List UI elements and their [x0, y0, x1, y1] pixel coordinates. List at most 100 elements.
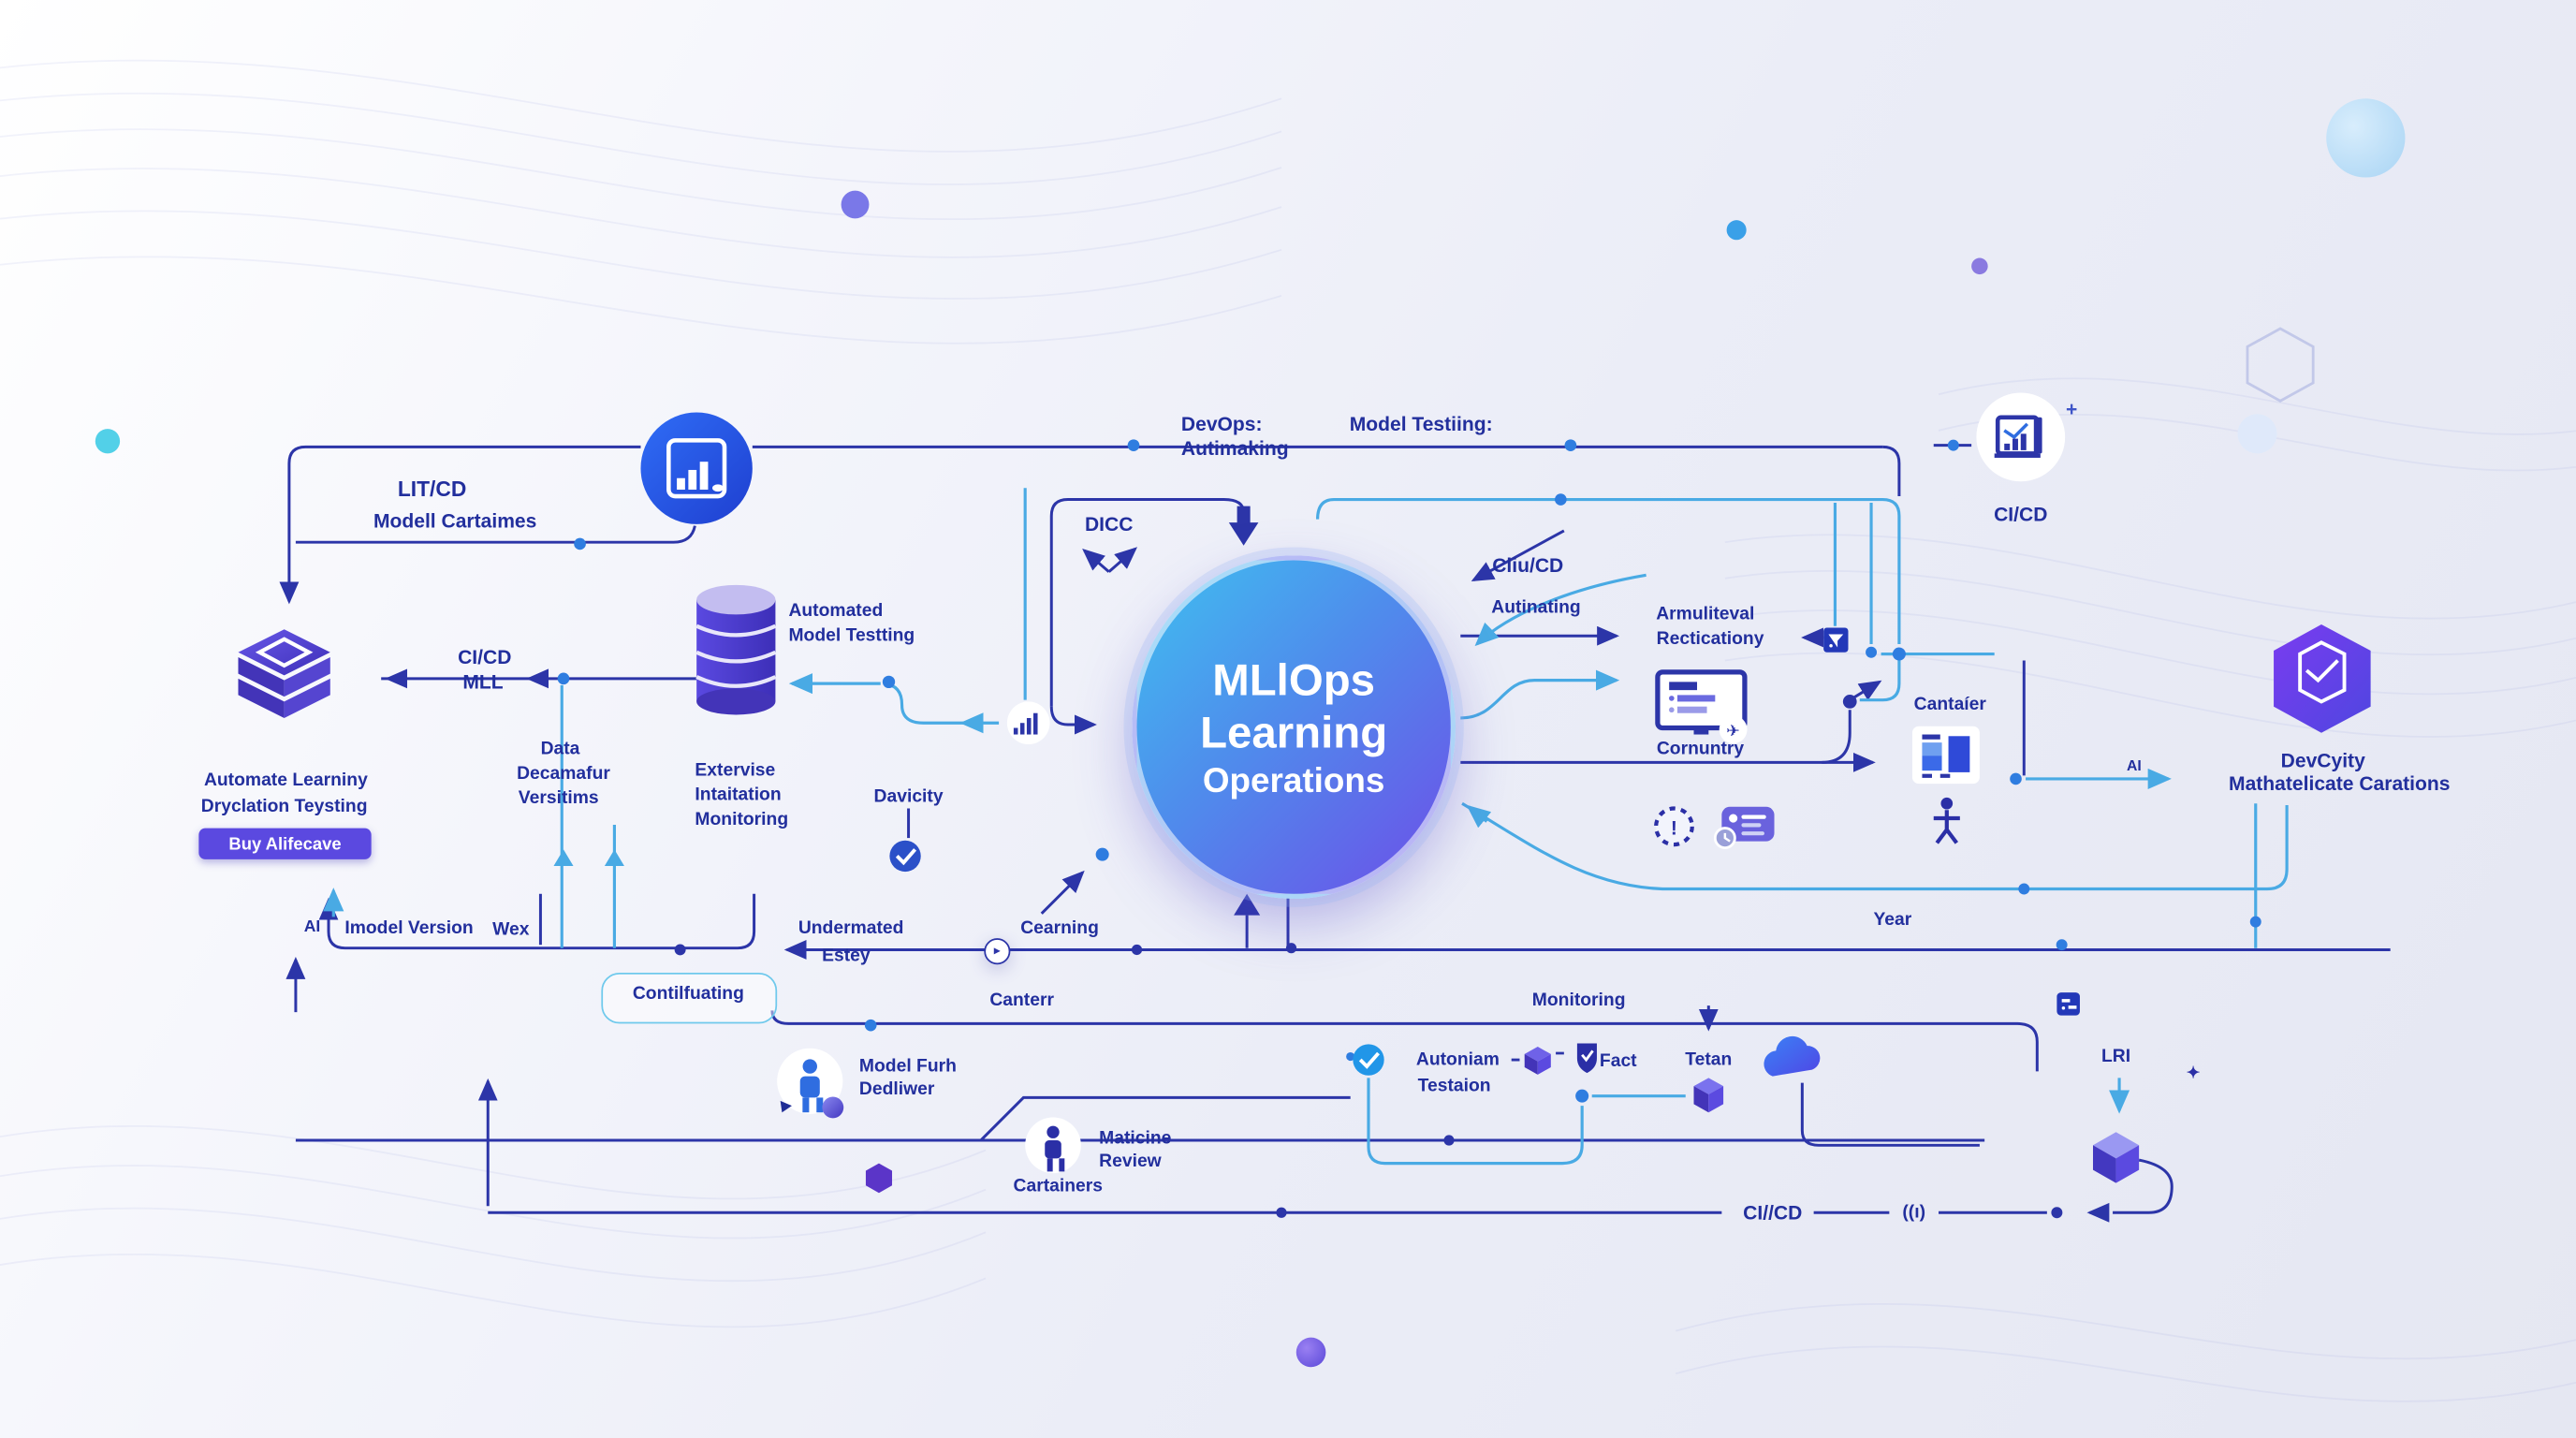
person-circle-blue-icon [777, 1048, 844, 1119]
ai-mid-label: AI [303, 918, 321, 937]
modell-cartaimes-label: Modell Cartaimes [373, 509, 537, 533]
play-circle-icon: ▸ [984, 938, 1011, 965]
model-furh-line1: Model Furh [858, 1056, 957, 1077]
decor-dot-cyan [95, 429, 121, 454]
decor-dot-purple [841, 190, 870, 219]
automated-label-line1: Automated [788, 601, 884, 622]
imodel-version-label: Imodel Version [344, 918, 474, 939]
workflow-square-icon [2056, 992, 2080, 1016]
armuliteval-line1: Armuliteval [1656, 604, 1755, 624]
decor-dot-blue [1726, 220, 1747, 241]
cornuntry-label: Cornuntry [1656, 739, 1745, 759]
alert-clock-icon: ! [1654, 806, 1694, 847]
extervise-line2: Intaitation [695, 785, 782, 805]
cantaier-label: Cantaíer [1913, 695, 1986, 715]
cartainers-label: Cartainers [1013, 1176, 1104, 1196]
cicd-mll-line2: MLL [462, 670, 504, 694]
background-waves [0, 59, 2576, 1402]
year-label: Year [1873, 910, 1912, 931]
model-furh-line2: Dedliwer [858, 1079, 935, 1100]
davicity-label: Davicity [873, 786, 944, 807]
central-title-line1: MLlOps [1212, 655, 1376, 705]
tetan-label: Tetan [1685, 1049, 1733, 1070]
autinating-label: Autinating [1491, 597, 1581, 618]
litcd-label: LIT/CD [397, 476, 467, 502]
lri-cube-icon [2092, 1132, 2140, 1183]
ai-right-label: AI [2126, 757, 2142, 774]
decor-dot-violet [1971, 257, 1988, 275]
maticine-line1: Maticine [1099, 1128, 1172, 1149]
contilfuating-box[interactable]: Contilfuating [601, 973, 778, 1024]
undermated-line1: Undermated [798, 918, 904, 939]
model-testing-label: Model Testiing: [1349, 412, 1493, 436]
bar-chart-circle-icon [640, 412, 753, 524]
signal-label: ((ı) [1902, 1202, 1926, 1223]
cicd-mll-line1: CI/CD [458, 645, 512, 669]
decor-dot-gradient [1295, 1337, 1326, 1368]
shield-check-icon [1576, 1043, 1597, 1074]
svg-text:!: ! [1671, 818, 1677, 840]
canterr-label: Canterr [989, 990, 1055, 1011]
check-circle-navy-icon [889, 840, 921, 873]
devcyity-line1: DevCyity [2280, 749, 2365, 772]
check-circle-cyan-icon [1353, 1044, 1384, 1076]
signal-bars-icon [1006, 701, 1050, 745]
monitoring-label: Monitoring [1531, 990, 1626, 1011]
person-standing-icon [1933, 797, 1960, 844]
automate-learning-line1: Automate Learniny [203, 770, 368, 791]
extervise-line1: Extervise [695, 760, 776, 781]
fact-label: Fact [1599, 1051, 1637, 1072]
presentation-chart-circle-icon [1976, 392, 2066, 482]
autoniam-line2: Testaion [1417, 1076, 1491, 1096]
faint-hexagon-icon [2246, 327, 2315, 403]
extervise-line3: Monitoring [695, 810, 789, 830]
star-icon: ✦ [2186, 1064, 2201, 1083]
play-glyph: ▸ [993, 943, 1001, 959]
tetan-cube-icon [1693, 1078, 1724, 1113]
container-card-icon [1911, 726, 1980, 785]
cicd-bottom-label: CI//CD [1743, 1200, 1803, 1225]
automate-learning-line2: Dryclation Teysting [200, 797, 368, 817]
sparkle-plus-icon: + [2066, 397, 2078, 421]
decor-dot-pale [2237, 414, 2277, 454]
junction-dots [557, 439, 2261, 1219]
thick-arrows [553, 506, 1261, 916]
linked-cube-icon [1511, 1046, 1564, 1075]
cyan-connectors [323, 488, 2289, 1166]
devops-label-line2: Autimaking [1180, 436, 1289, 461]
hexagon-small-icon [865, 1163, 893, 1194]
devops-label-line1: DevOps: [1180, 412, 1263, 436]
data-versions-line1: Data [540, 739, 580, 759]
cliucd-label: Cliu/CD [1492, 553, 1564, 578]
stack-icon [238, 629, 330, 718]
data-versions-line2: Decamafur [517, 764, 610, 785]
lri-label: LRI [2101, 1046, 2131, 1067]
devcyity-line2: Mathatelicate Carations [2229, 771, 2451, 796]
monitor-dashboard-icon: ✈ [1655, 669, 1748, 744]
buy-alifecave-button[interactable]: Buy Alifecave [198, 828, 372, 859]
central-node[interactable]: MLlOps Learning Operations [1132, 555, 1456, 900]
cicd-top-right-label: CI/CD [1994, 503, 2048, 526]
automated-label-line2: Model Testting [788, 625, 915, 646]
central-title-line2: Learning [1200, 708, 1388, 758]
database-icon [695, 584, 777, 715]
wex-label: Wex [492, 919, 530, 940]
chat-notification-icon [1713, 806, 1775, 850]
autoniam-line1: Autoniam [1415, 1049, 1500, 1070]
filter-square-icon [1823, 627, 1849, 653]
svg-text:✈: ✈ [1726, 722, 1740, 741]
cloud-icon [1764, 1035, 1821, 1077]
central-title-line3: Operations [1202, 762, 1385, 800]
dicc-label: DICC [1084, 512, 1134, 536]
maticine-line2: Review [1099, 1152, 1162, 1172]
cearning-label: Cearning [1020, 918, 1099, 939]
contilfuating-label: Contilfuating [632, 984, 744, 1005]
person-circle-navy-icon [1025, 1117, 1081, 1174]
devcyity-hexagon-icon [2274, 624, 2371, 733]
data-versions-line3: Versitims [518, 788, 599, 809]
armuliteval-line2: Recticationy [1656, 629, 1764, 650]
navy-connectors [279, 444, 2391, 1223]
decor-blob-lightblue [2326, 98, 2406, 178]
